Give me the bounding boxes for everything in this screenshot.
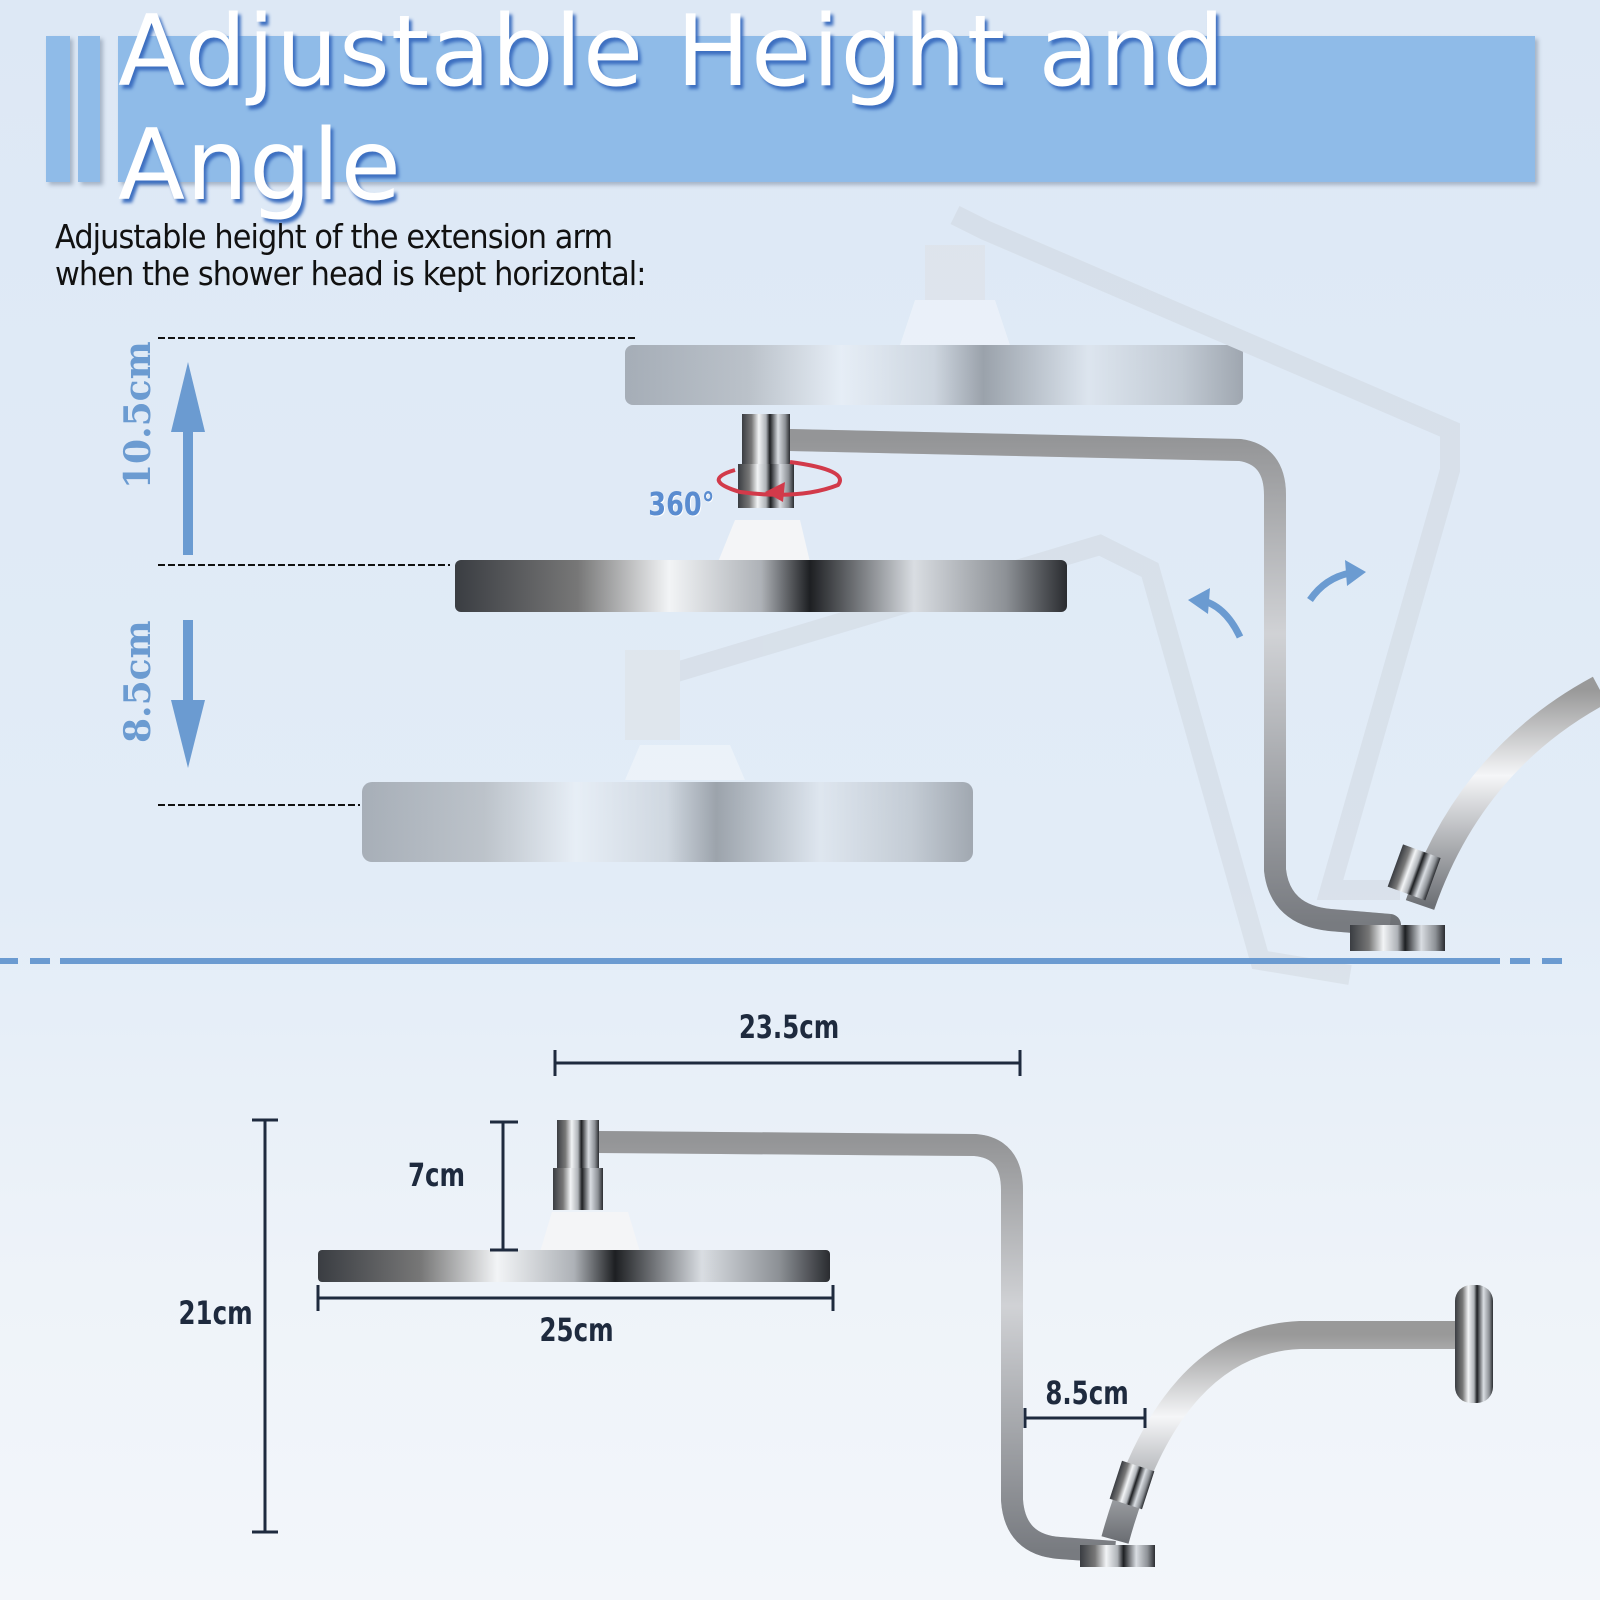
offset-label: 8.5cm [1045,1374,1129,1412]
faded-upper-shower-position [625,206,1460,900]
title-deco-bar-2 [78,36,100,182]
total-height-label: 21cm [178,1294,253,1332]
lower-height-label: 8.5cm [117,620,159,743]
height-guide-lines [158,337,638,806]
curved-arrow-right-head-icon [1345,560,1366,586]
arm-length-label: 23.5cm [738,1008,840,1046]
title-deco-bar-1 [46,36,70,182]
page-title: Adjustable Height and Angle [118,0,1226,223]
dimension-lines [252,1050,1147,1534]
raise-height-label: 10.5cm [117,341,159,489]
head-diameter-label: 25cm [539,1311,614,1349]
subtitle: Adjustable height of the extension arm w… [55,217,647,293]
subtitle-line-2: when the shower head is kept horizontal: [55,254,647,293]
dimension-shower-assembly [318,1120,1493,1567]
main-shower-assembly [455,414,1600,951]
down-arrow-icon [171,620,205,768]
rotation-arrow-icon [716,460,842,497]
title-banner: Adjustable Height and Angle [118,0,1535,223]
subtitle-line-1: Adjustable height of the extension arm [55,217,613,256]
rotation-arrowhead-icon [765,482,785,502]
rotation-label: 360° [648,485,715,523]
curved-arrow-right-icon [1307,569,1351,603]
connector-height-label: 7cm [408,1156,466,1194]
up-arrow-icon [171,362,205,555]
curved-arrow-left-head-icon [1188,588,1210,614]
